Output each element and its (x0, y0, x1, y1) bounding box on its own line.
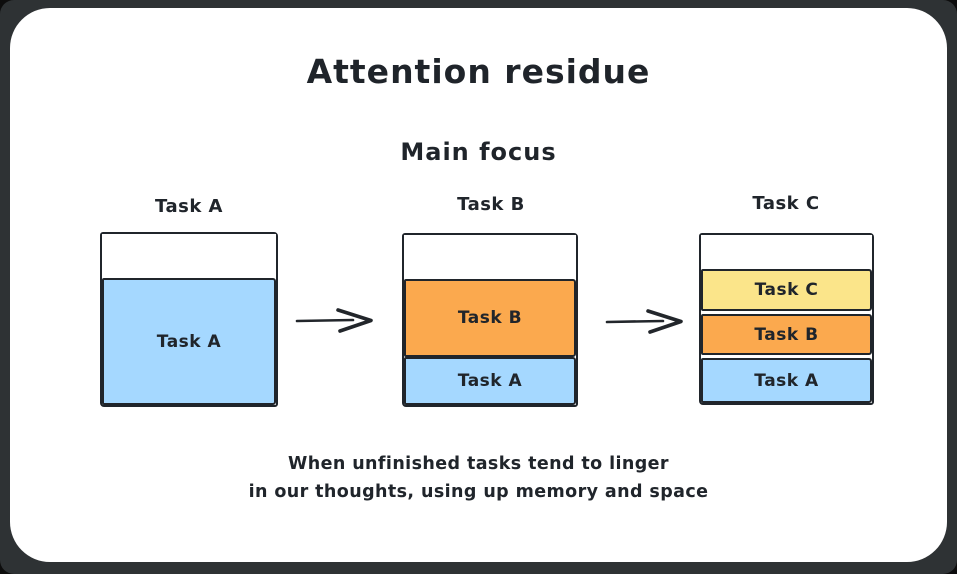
caption-line-1: When unfinished tasks tend to linger (288, 454, 669, 474)
segment-task-a-residue: Task A (701, 358, 872, 403)
segment-task-a: Task A (102, 278, 276, 405)
segment-task-a-residue: Task A (404, 357, 576, 405)
caption-line-2: in our thoughts, using up memory and spa… (248, 482, 709, 502)
segment-task-b-residue: Task B (701, 314, 872, 355)
segment-label: Task A (156, 331, 222, 352)
page-title: Attention residue (306, 52, 651, 91)
segment-label: Task A (754, 370, 819, 391)
stage-label-task-a: Task A (155, 196, 223, 217)
bucket-task-b: Task B Task A (402, 233, 578, 407)
segment-label: Task B (457, 308, 523, 328)
diagram-card: Attention residue Main focus Task A Task… (10, 8, 947, 562)
arrow-right-icon (295, 308, 373, 333)
segment-task-c: Task C (701, 269, 872, 311)
bucket-task-c: Task C Task B Task A (699, 233, 874, 405)
segment-label: Task B (754, 324, 819, 345)
segment-label: Task C (754, 280, 819, 300)
stage-label-task-c: Task C (752, 193, 820, 214)
caption: When unfinished tasks tend to linger in … (10, 450, 947, 506)
bucket-task-a: Task A (100, 232, 278, 407)
free-attention-space (701, 235, 872, 269)
segment-task-b: Task B (404, 279, 576, 357)
free-attention-space (102, 234, 276, 278)
main-focus-label: Main focus (400, 138, 557, 166)
free-attention-space (404, 235, 576, 279)
arrow-right-icon (605, 309, 683, 334)
stage-label-task-b: Task B (457, 194, 525, 215)
segment-label: Task A (457, 371, 523, 391)
